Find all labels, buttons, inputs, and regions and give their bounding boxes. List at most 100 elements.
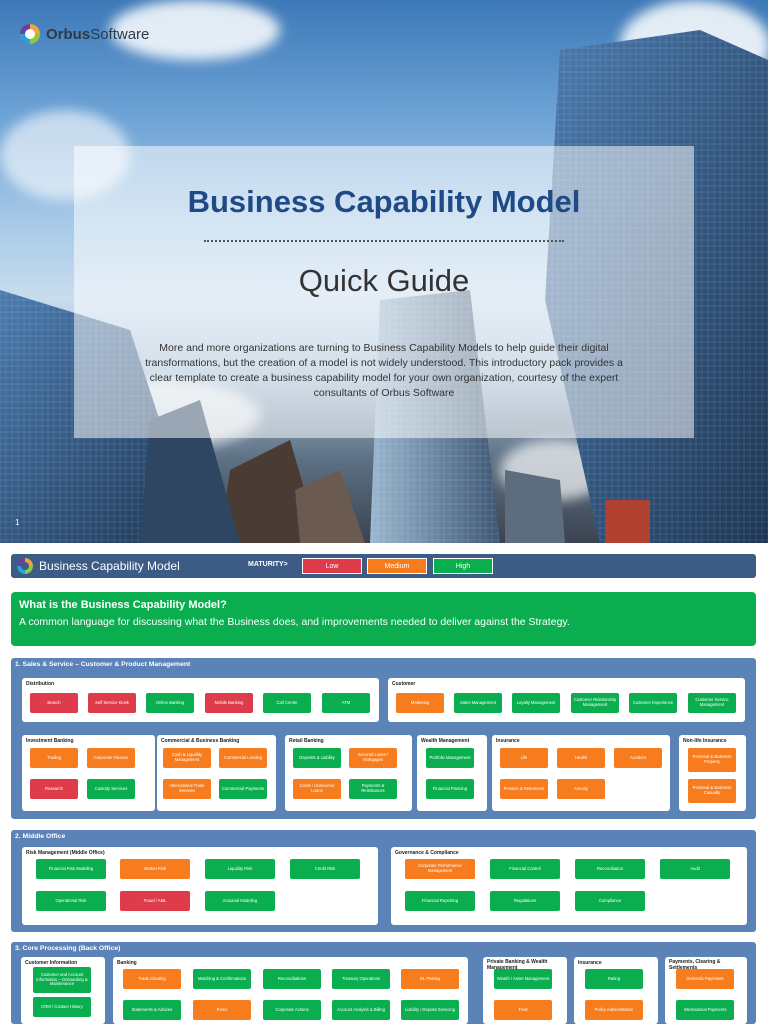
section-middle-office: 2. Middle Office Risk Management (Middle… [11, 830, 756, 932]
capability-credit-risk[interactable]: Credit Risk [290, 859, 360, 879]
capability-payments-remittances[interactable]: Payments & Remittances [349, 779, 397, 799]
bcm-title: Business Capability Model [39, 559, 180, 573]
orbus-logo-text: OrbusSoftware [46, 25, 150, 43]
capability-audit[interactable]: Audit [660, 859, 730, 879]
group-title: Governance & Compliance [395, 850, 459, 856]
capability-forex[interactable]: Forex [193, 1000, 251, 1020]
group-insurance-core: Insurance Rating Policy Administration [574, 957, 658, 1024]
capability-operational-risk[interactable]: Operational Risk [36, 891, 106, 911]
capability-trading[interactable]: Trading [30, 748, 78, 768]
capability-annuity[interactable]: Annuity [557, 779, 605, 799]
group-governance-compliance: Governance & Compliance Corporate Perfor… [391, 847, 747, 925]
group-title: Distribution [26, 681, 55, 687]
group-title: Customer Information [25, 960, 78, 966]
capability-domestic-payments[interactable]: Domestic Payments [676, 969, 734, 989]
capability-loyalty-management[interactable]: Loyalty Management [512, 693, 560, 713]
capability-treasury-operations[interactable]: Treasury Operations [332, 969, 390, 989]
capability-custody-services[interactable]: Custody Services [87, 779, 135, 799]
capability-call-centre[interactable]: Call Centre [263, 693, 311, 713]
capability-personal-business-property[interactable]: Personal & Business Property [688, 748, 736, 772]
capability-gl-posting[interactable]: GL Posting [401, 969, 459, 989]
group-banking: Banking Trade Clearing Matching & Confir… [113, 957, 468, 1024]
capability-compliance[interactable]: Compliance [575, 891, 645, 911]
capability-crm[interactable]: Customer Relationship Management [571, 693, 619, 713]
orbus-logo-icon [20, 24, 40, 44]
capability-regulations[interactable]: Regulations [490, 891, 560, 911]
capability-rating[interactable]: Rating [585, 969, 643, 989]
capability-liquidity-risk[interactable]: Liquidity Risk [205, 859, 275, 879]
group-title: Insurance [578, 960, 602, 966]
capability-customer-experience[interactable]: Customer Experience [629, 693, 677, 713]
capability-corporate-finance[interactable]: Corporate Finance [87, 748, 135, 768]
group-private-banking-wealth: Private Banking & Wealth Management Weal… [483, 957, 567, 1024]
page-number: 1 [15, 518, 20, 527]
group-customer: Customer Marketing Sales Management Loya… [388, 678, 745, 722]
capability-commercial-payments[interactable]: Commercial Payments [219, 779, 267, 799]
capability-wealth-asset-management[interactable]: Wealth / Asset Management [494, 969, 552, 989]
capability-trade-clearing[interactable]: Trade Clearing [123, 969, 181, 989]
group-title: Insurance [496, 738, 520, 744]
cover-page: OrbusSoftware Business Capability Model … [0, 0, 768, 543]
capability-international-payments[interactable]: International Payments [676, 1000, 734, 1020]
capability-online-banking[interactable]: Online Banking [146, 693, 194, 713]
group-title: Wealth Management [421, 738, 470, 744]
group-title: Commercial & Business Banking [161, 738, 240, 744]
capability-secured-loans-mortgages[interactable]: Secured Loans / Mortgages [349, 748, 397, 768]
capability-life[interactable]: Life [500, 748, 548, 768]
capability-financial-risk-modeling[interactable]: Financial Risk Modeling [36, 859, 106, 879]
capability-sales-management[interactable]: Sales Management [454, 693, 502, 713]
capability-mobile-banking[interactable]: Mobile Banking [205, 693, 253, 713]
capability-policy-administration[interactable]: Policy Administration [585, 1000, 643, 1020]
group-distribution: Distribution Branch Self Service Kiosk O… [22, 678, 379, 722]
maturity-low-badge: Low [302, 558, 362, 574]
capability-portfolio-management[interactable]: Portfolio Management [426, 748, 474, 768]
capability-marketing[interactable]: Marketing [396, 693, 444, 713]
capability-self-service-kiosk[interactable]: Self Service Kiosk [88, 693, 136, 713]
group-title: Payments, Clearing & Settlements [669, 959, 721, 971]
capability-account-analysis-billing[interactable]: Account Analysis & Billing [332, 1000, 390, 1020]
capability-trust[interactable]: Trust [494, 1000, 552, 1020]
capability-atm[interactable]: ATM [322, 693, 370, 713]
capability-matching-confirmations[interactable]: Matching & Confirmations [193, 969, 251, 989]
capability-financial-control[interactable]: Financial Control [490, 859, 560, 879]
capability-commercial-lending[interactable]: Commercial Lending [219, 748, 267, 768]
capability-pension-retirement[interactable]: Pension & Retirement [500, 779, 548, 799]
section-core-processing: 3. Core Processing (Back Office) Custome… [11, 942, 756, 1024]
section-sales-service: 1. Sales & Service – Customer & Product … [11, 658, 756, 819]
group-payments-clearing-settlements: Payments, Clearing & Settlements Domesti… [665, 957, 747, 1024]
capability-customer-service-management[interactable]: Customer Service Management [688, 693, 736, 713]
capability-international-trade-services[interactable]: International Trade Services [163, 779, 211, 799]
what-is-bcm-title: What is the Business Capability Model? [19, 599, 227, 611]
group-commercial-business-banking: Commercial & Business Banking Cash & Liq… [157, 735, 276, 811]
capability-reconciliations[interactable]: Reconciliations [263, 969, 321, 989]
capability-fraud-aml[interactable]: Fraud / AML [120, 891, 190, 911]
capability-cash-liquidity-management[interactable]: Cash & Liquidity Management [163, 748, 211, 768]
capability-financial-reporting[interactable]: Financial Reporting [405, 891, 475, 911]
orbus-logo[interactable]: OrbusSoftware [20, 24, 149, 44]
capability-corporate-actions[interactable]: Corporate Actions [263, 1000, 321, 1020]
capability-health[interactable]: Health [557, 748, 605, 768]
capability-crm-contact-history[interactable]: CRM / Contact History [33, 997, 91, 1017]
group-insurance: Insurance Life Health Accident Pension &… [492, 735, 670, 811]
maturity-medium-badge: Medium [367, 558, 427, 574]
capability-cards-unsecured-loans[interactable]: Cards / Unsecured Loans [293, 779, 341, 799]
group-title: Private Banking & Wealth Management [487, 959, 548, 971]
capability-research[interactable]: Research [30, 779, 78, 799]
capability-statements-advices[interactable]: Statements & Advices [123, 1000, 181, 1020]
cloud-shape [110, 0, 280, 60]
capability-customer-account-information[interactable]: Customer and Account Information – Onboa… [33, 967, 91, 993]
capability-corporate-performance-management[interactable]: Corporate Performance Management [405, 859, 475, 879]
capability-personal-business-casualty[interactable]: Personal & Business Casualty [688, 779, 736, 803]
capability-financial-planning[interactable]: Financial Planning [426, 779, 474, 799]
capability-deposits-liability[interactable]: Deposits & Liability [293, 748, 341, 768]
capability-model-page: Business Capability Model MATURITY> Low … [0, 546, 768, 1024]
orbus-logo-icon [17, 558, 33, 574]
capability-liability-deposit-servicing[interactable]: Liability / Deposit Servicing [401, 1000, 459, 1020]
capability-actuarial-modeling[interactable]: Actuarial Modeling [205, 891, 275, 911]
capability-reconciliation[interactable]: Reconciliation [575, 859, 645, 879]
capability-market-risk[interactable]: Market Risk [120, 859, 190, 879]
group-title: Risk Management (Middle Office) [26, 850, 105, 856]
group-investment-banking: Investment Banking Trading Corporate Fin… [22, 735, 155, 811]
capability-branch[interactable]: Branch [30, 693, 78, 713]
capability-accident[interactable]: Accident [614, 748, 662, 768]
